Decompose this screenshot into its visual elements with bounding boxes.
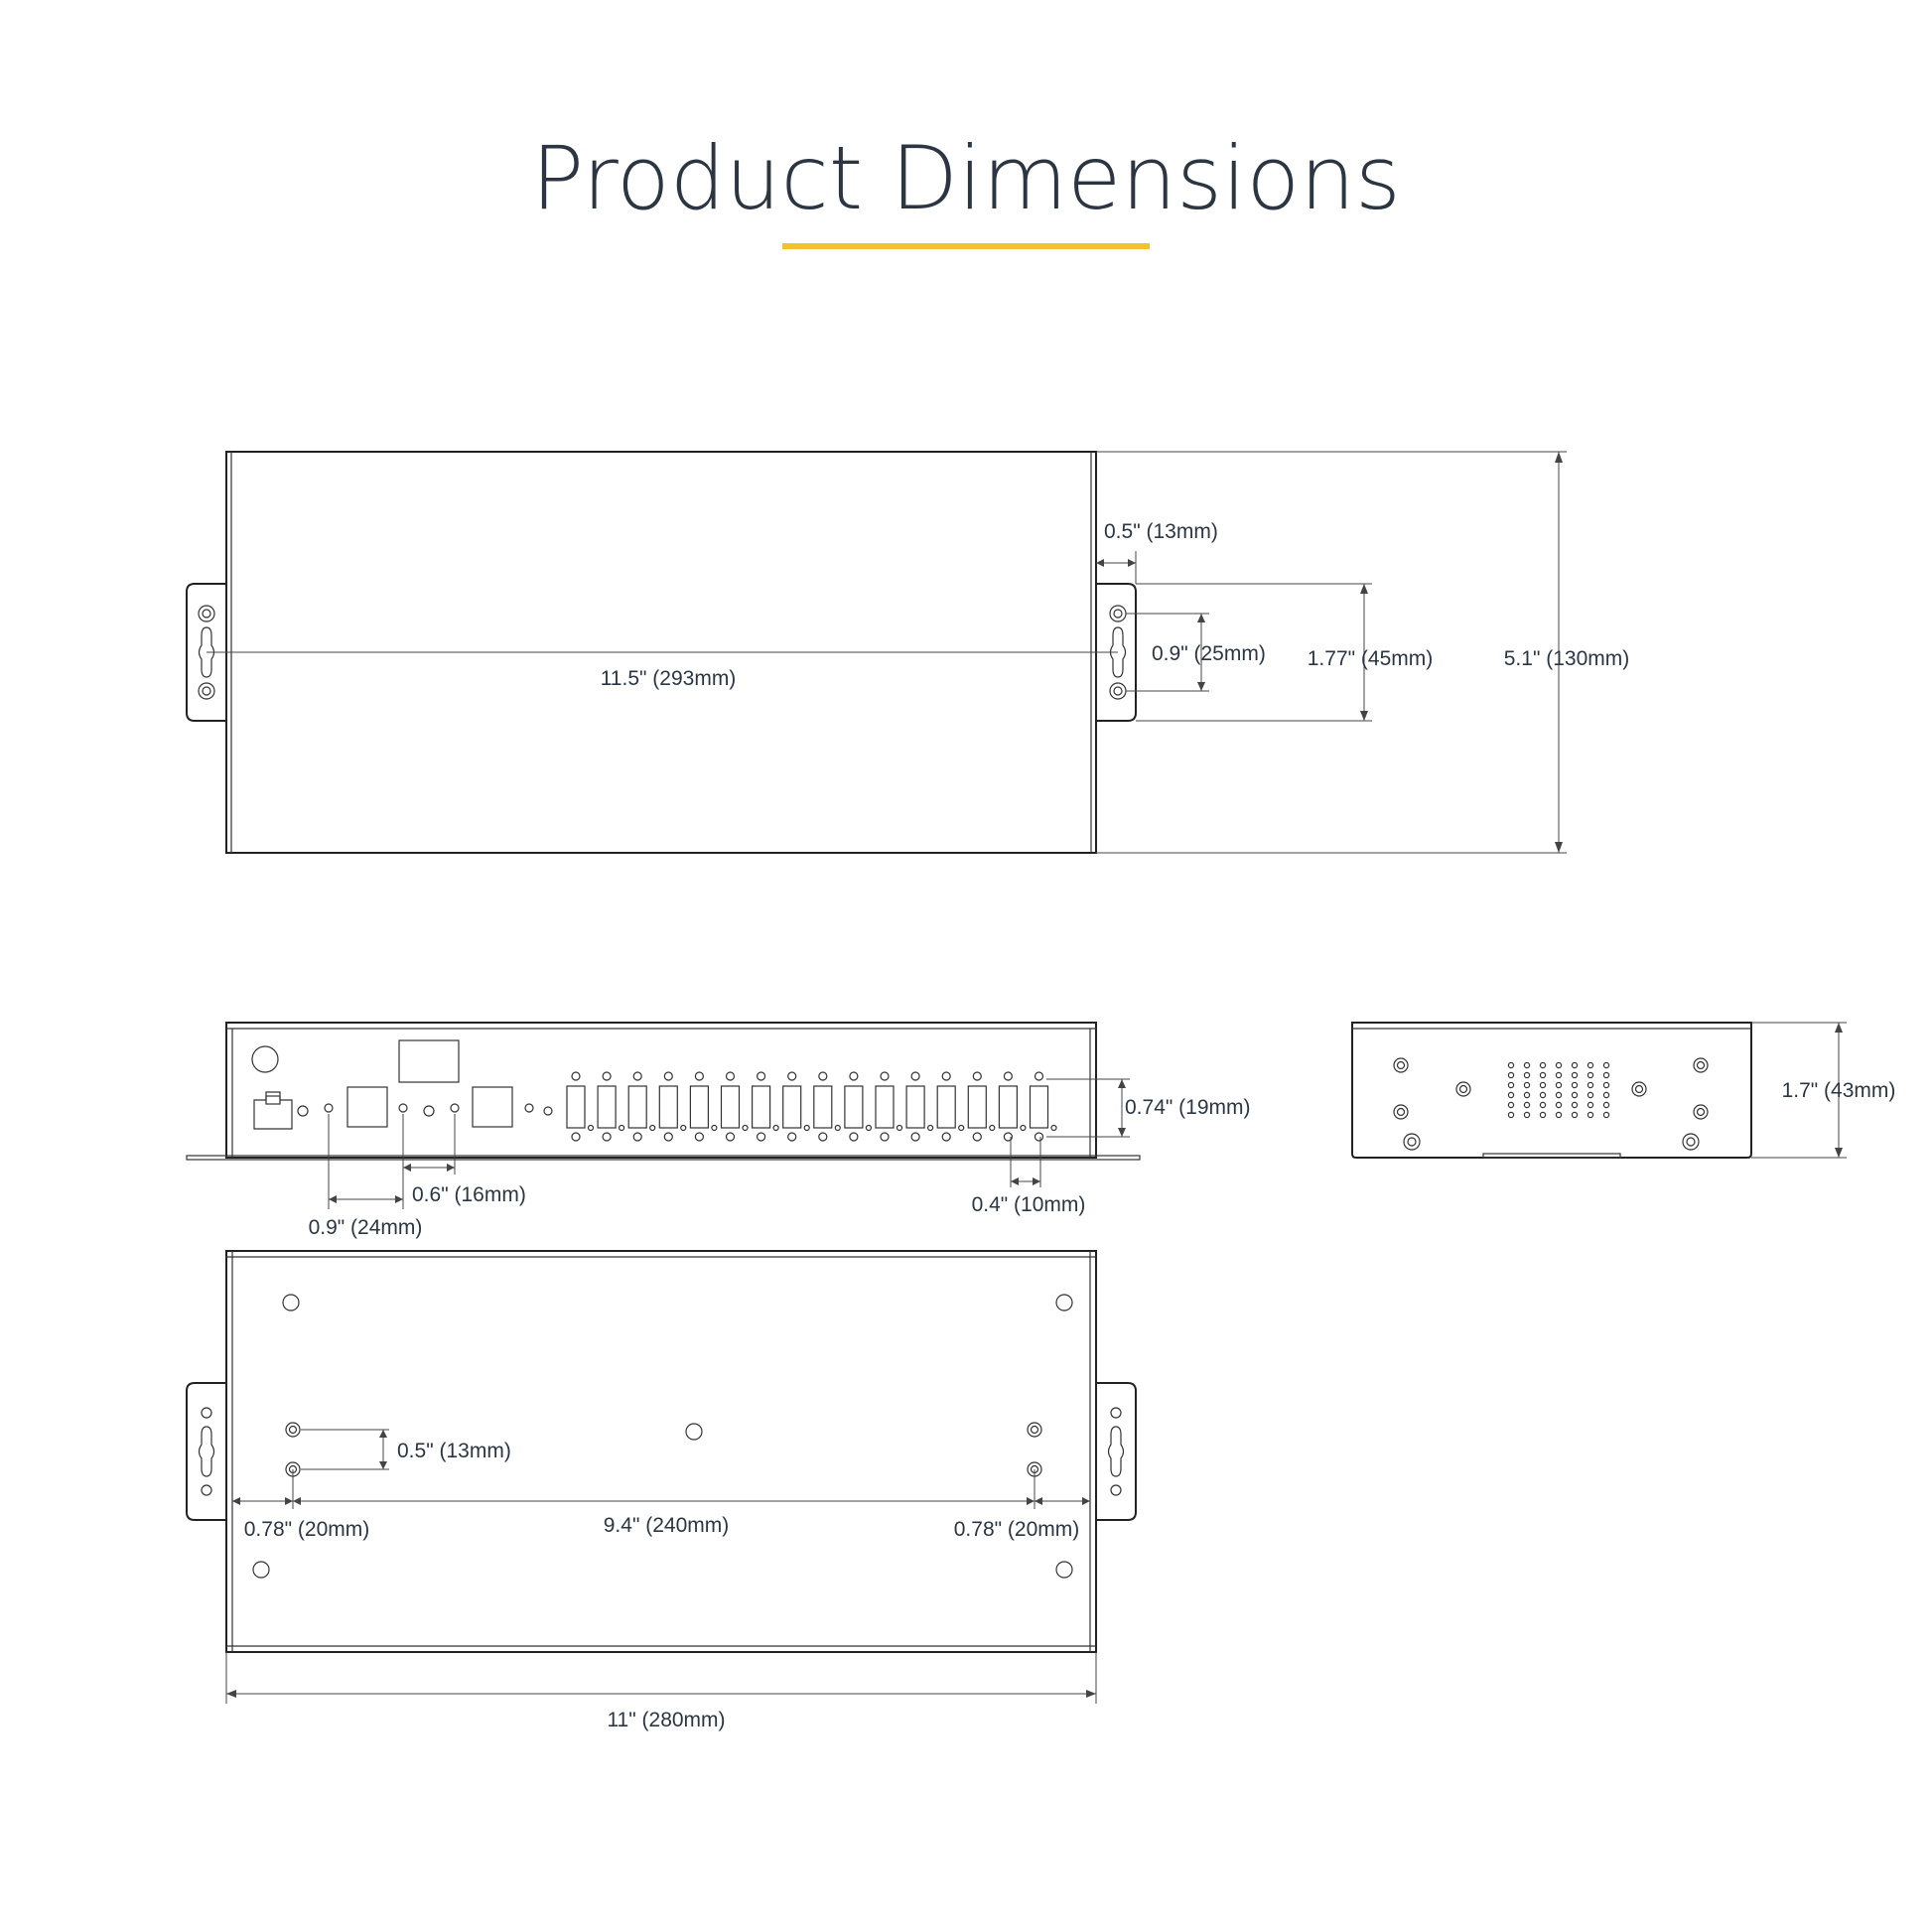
- front-port-height-label: 0.74" (19mm): [1125, 1096, 1251, 1119]
- bottom-right-flange: [1096, 1382, 1137, 1521]
- top-flange-height-label: 1.77" (45mm): [1308, 647, 1434, 670]
- led-icon: [324, 1103, 334, 1113]
- usb-port-icon: [875, 1071, 903, 1142]
- power-jack-icon: [251, 1045, 279, 1073]
- title-underline: [782, 243, 1150, 249]
- usb-port-row: [566, 1071, 1057, 1142]
- front-view: 0.74" (19mm) 0.4" (10mm) 0.6" (16mm) 0.9…: [186, 1022, 1251, 1239]
- usb-port-icon: [597, 1071, 625, 1142]
- top-hole-spacing-label: 0.9" (25mm): [1152, 642, 1266, 665]
- usb-port-icon: [936, 1071, 965, 1142]
- bottom-length-label: 11" (280mm): [607, 1709, 725, 1731]
- rubber-foot-icon: [252, 1561, 270, 1579]
- side-view: 1.7" (43mm): [1351, 1022, 1896, 1159]
- front-led-spacing-label: 0.6" (16mm): [412, 1183, 526, 1206]
- top-left-flange: [186, 583, 226, 722]
- usb-port-icon: [751, 1071, 779, 1142]
- bottom-right-offset-label: 0.78" (20mm): [954, 1518, 1080, 1541]
- front-led-to-port-label: 0.9" (24mm): [309, 1216, 423, 1239]
- usb-port-icon: [905, 1071, 934, 1142]
- page-title: Product Dimensions: [531, 127, 1401, 229]
- usb-port-icon: [1029, 1071, 1057, 1142]
- top-length-label: 11.5" (293mm): [601, 667, 737, 690]
- front-port-pitch-label: 0.4" (10mm): [972, 1193, 1086, 1216]
- bottom-left-flange: [186, 1382, 226, 1521]
- host-port-icon: [472, 1086, 513, 1128]
- usb-port-icon: [998, 1071, 1027, 1142]
- side-view-body: [1351, 1022, 1752, 1159]
- rubber-foot-icon: [282, 1294, 300, 1311]
- bottom-left-offset-label: 0.78" (20mm): [244, 1518, 370, 1541]
- side-height-label: 1.7" (43mm): [1782, 1079, 1896, 1102]
- usb-port-icon: [844, 1071, 873, 1142]
- front-view-body: [225, 1022, 1097, 1159]
- bottom-view: 0.5" (13mm) 0.78" (20mm) 9.4" (240mm) 0.…: [186, 1250, 1137, 1731]
- usb-port-icon: [720, 1071, 749, 1142]
- usb-port-icon: [658, 1071, 687, 1142]
- rubber-foot-icon: [1055, 1561, 1073, 1579]
- top-view: 11.5" (293mm) 0.5" (13mm) 0.9" (25mm) 1.…: [186, 451, 1630, 854]
- usb-port-icon: [627, 1071, 656, 1142]
- front-flange: [186, 1155, 1141, 1161]
- bottom-view-body: [225, 1250, 1097, 1653]
- bottom-hole-spacing-label: 0.5" (13mm): [397, 1440, 511, 1462]
- terminal-block-icon: [253, 1091, 293, 1130]
- usb-port-icon: [566, 1071, 595, 1142]
- usb-port-icon: [967, 1071, 996, 1142]
- usb-port-icon: [689, 1071, 718, 1142]
- top-depth-label: 5.1" (130mm): [1504, 647, 1630, 670]
- host-port-icon: [346, 1086, 388, 1128]
- usb-port-icon: [782, 1071, 810, 1142]
- top-right-flange: [1096, 583, 1137, 722]
- display-window-icon: [398, 1039, 460, 1083]
- vent-grid-icon: [1507, 1061, 1610, 1119]
- top-flange-offset-label: 0.5" (13mm): [1104, 520, 1218, 543]
- rubber-foot-icon: [1055, 1294, 1073, 1311]
- screw-icon: [685, 1423, 703, 1441]
- usb-port-icon: [813, 1071, 841, 1142]
- bottom-mount-spacing-label: 9.4" (240mm): [604, 1514, 730, 1537]
